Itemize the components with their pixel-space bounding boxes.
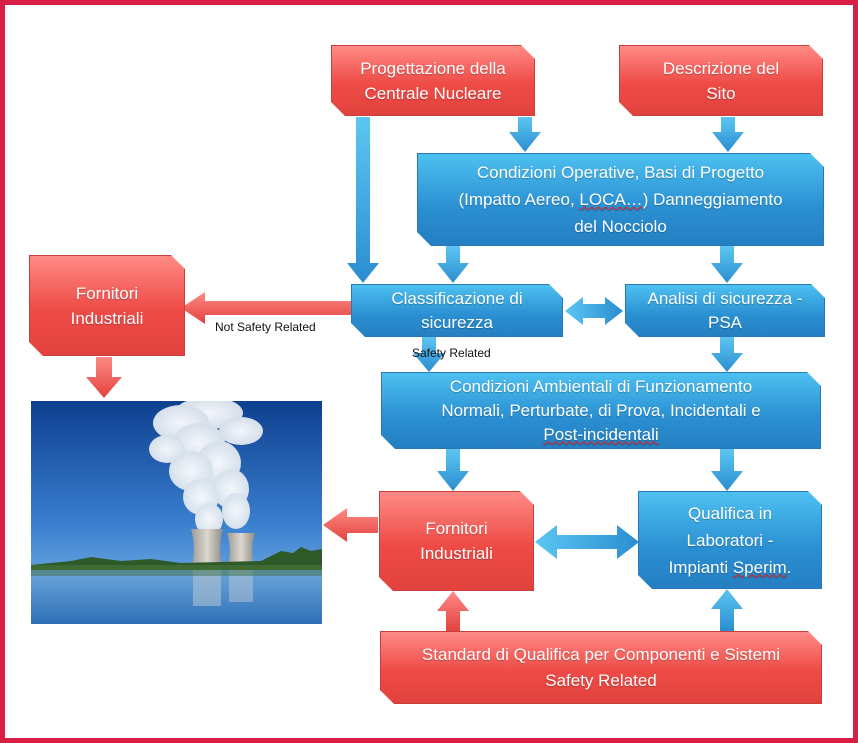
classificazione-box: Classificazione di sicurezza [351, 284, 563, 337]
nuclear-plant-photo [31, 401, 322, 624]
analisi-line-2: PSA [707, 312, 743, 332]
condizioni-operative-line-1: Condizioni Operative, Basi di Progetto [476, 163, 765, 182]
arrow-progettazione-condizioni [509, 117, 541, 152]
qualifica-line-2: Laboratori - [686, 530, 774, 550]
arrow-fornitori-mid-photo [323, 508, 378, 542]
qualifica-text-sperim: Sperim [732, 557, 787, 577]
progettazione-box: Progettazione della Centrale Nucleare [331, 45, 535, 116]
condizioni-operative-box: Condizioni Operative, Basi di Progetto (… [417, 153, 824, 246]
arrow-progettazione-classificazione [347, 117, 379, 283]
condizioni-ambientali-box: Condizioni Ambientali di Funzionamento N… [381, 372, 821, 449]
arrow-descrizione-condizioni [712, 117, 744, 152]
arrow-condizioni-classificazione [437, 246, 469, 283]
condizioni-operative-text-b: ) Danneggiamento [642, 190, 783, 209]
not-safety-related-label: Not Safety Related [215, 320, 316, 334]
qualifica-text-impianti: Impianti [668, 557, 733, 577]
arrow-standard-fornitori [437, 591, 469, 631]
descrizione-box: Descrizione del Sito [619, 45, 823, 116]
classificazione-line-1: Classificazione di [391, 288, 523, 308]
cooling-tower-right [227, 533, 255, 569]
progettazione-line-2: Centrale Nucleare [364, 83, 502, 103]
analisi-line-1: Analisi di sicurezza - [647, 288, 803, 308]
fornitori-top-box: Fornitori Industriali [29, 255, 185, 356]
arrow-ambientali-qualifica [711, 449, 743, 491]
standard-box: Standard di Qualifica per Componenti e S… [380, 631, 822, 704]
arrow-classificazione-ambientali [413, 337, 445, 372]
standard-line-2: Safety Related [545, 670, 657, 690]
arrow-classificazione-analisi [565, 297, 623, 325]
condizioni-ambientali-line-3: Post-incidentali [543, 424, 659, 444]
arrow-analisi-ambientali [711, 337, 743, 372]
fornitori-mid-line-1: Fornitori [425, 519, 488, 538]
arrow-classificazione-fornitori [181, 292, 351, 324]
cooling-tower-left [191, 529, 223, 569]
qualifica-line-1: Qualifica in [687, 503, 773, 523]
arrow-condizioni-analisi [711, 246, 743, 283]
condizioni-ambientali-line-2: Normali, Perturbate, di Prova, Incidenta… [441, 400, 761, 420]
arrow-ambientali-fornitori [437, 449, 469, 491]
qualifica-text-dot: . [786, 557, 792, 577]
qualifica-box: Qualifica in Laboratori - Impianti Speri… [638, 491, 822, 589]
arrow-fornitori-qualifica [535, 525, 639, 559]
condizioni-ambientali-line-1: Condizioni Ambientali di Funzionamento [449, 376, 753, 396]
condizioni-operative-text-loca: LOCA… [579, 190, 643, 209]
condizioni-operative-line-3: del Nocciolo [574, 217, 667, 236]
condizioni-operative-line-2: (Impatto Aereo, LOCA…) Danneggiamento [458, 186, 782, 213]
arrows-layer [86, 117, 744, 631]
arrow-standard-qualifica [711, 589, 743, 631]
fornitori-top-line-2: Industriali [70, 308, 144, 328]
fornitori-mid-line-2: Industriali [420, 544, 493, 563]
fornitori-mid-box: Fornitori Industriali [379, 491, 534, 591]
qualifica-line-3: Impianti Sperim. [669, 554, 792, 581]
classificazione-line-2: sicurezza [421, 312, 493, 332]
arrow-fornitori-photo [86, 357, 122, 398]
descrizione-line-1: Descrizione del [662, 58, 780, 78]
analisi-box: Analisi di sicurezza - PSA [625, 284, 825, 337]
condizioni-operative-text-a: (Impatto Aereo, [458, 190, 580, 209]
fornitori-top-line-1: Fornitori [75, 283, 139, 303]
standard-line-1: Standard di Qualifica per Componenti e S… [421, 644, 781, 664]
descrizione-line-2: Sito [706, 83, 736, 103]
progettazione-line-1: Progettazione della [360, 58, 506, 78]
safety-related-label: Safety Related [412, 346, 491, 360]
